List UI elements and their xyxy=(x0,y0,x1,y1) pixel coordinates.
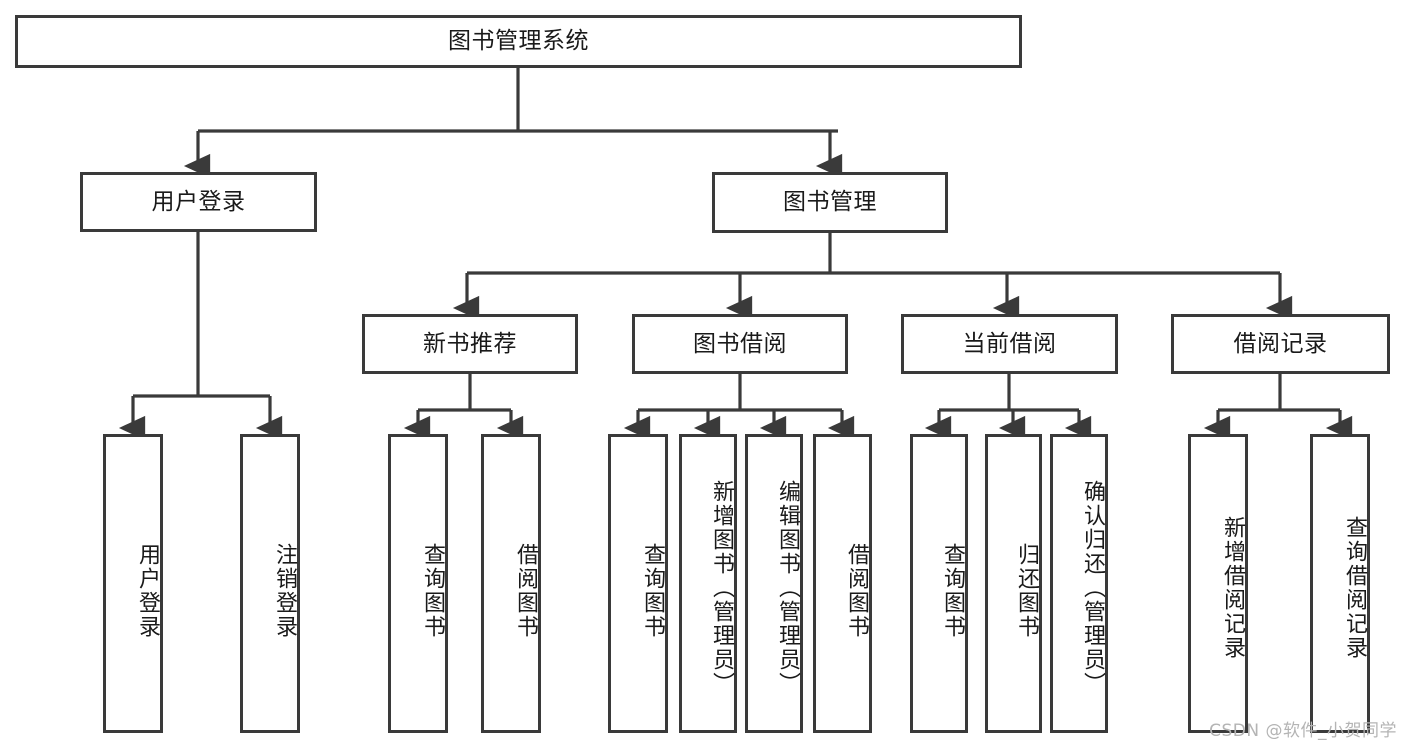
node-leaf-user-login[interactable]: 用户登录 xyxy=(103,434,163,733)
node-leaf-borrow-book-2[interactable]: 借阅图书 xyxy=(813,434,872,733)
node-leaf-query-record-label: 查询借阅记录 xyxy=(1342,515,1367,660)
node-leaf-query-book-3[interactable]: 查询图书 xyxy=(910,434,968,733)
node-leaf-borrow-book-2-label: 借阅图书 xyxy=(844,542,869,639)
node-leaf-query-record[interactable]: 查询借阅记录 xyxy=(1310,434,1370,733)
node-leaf-add-record-label: 新增借阅记录 xyxy=(1220,515,1245,660)
node-user-login-label: 用户登录 xyxy=(151,188,246,215)
node-book-manage-label: 图书管理 xyxy=(783,189,877,216)
node-new-book-rec-label: 新书推荐 xyxy=(423,330,517,357)
node-leaf-confirm-return[interactable]: 确认归还（管理员） xyxy=(1050,434,1108,733)
node-borrow-record[interactable]: 借阅记录 xyxy=(1171,314,1390,374)
node-leaf-query-book-2[interactable]: 查询图书 xyxy=(608,434,668,733)
node-leaf-add-book[interactable]: 新增图书（管理员） xyxy=(679,434,737,733)
node-root[interactable]: 图书管理系统 xyxy=(15,15,1022,68)
node-leaf-borrow-book-1[interactable]: 借阅图书 xyxy=(481,434,541,733)
node-leaf-query-book-2-label: 查询图书 xyxy=(640,542,665,639)
node-leaf-user-logout[interactable]: 注销登录 xyxy=(240,434,300,733)
node-borrow-record-label: 借阅记录 xyxy=(1233,330,1328,357)
node-current-borrow-label: 当前借阅 xyxy=(962,330,1057,357)
node-leaf-user-logout-label: 注销登录 xyxy=(272,542,297,639)
node-leaf-confirm-return-label: 确认归还（管理员） xyxy=(1080,479,1105,696)
node-book-manage[interactable]: 图书管理 xyxy=(712,172,948,233)
node-current-borrow[interactable]: 当前借阅 xyxy=(901,314,1118,374)
node-root-label: 图书管理系统 xyxy=(448,28,589,55)
node-book-borrow-label: 图书借阅 xyxy=(693,330,787,357)
node-leaf-query-book-1-label: 查询图书 xyxy=(420,542,445,639)
node-leaf-add-book-label: 新增图书（管理员） xyxy=(709,479,734,696)
node-leaf-edit-book[interactable]: 编辑图书（管理员） xyxy=(745,434,803,733)
node-leaf-query-book-1[interactable]: 查询图书 xyxy=(388,434,448,733)
node-leaf-edit-book-label: 编辑图书（管理员） xyxy=(775,479,800,696)
node-leaf-query-book-3-label: 查询图书 xyxy=(940,542,965,639)
node-book-borrow[interactable]: 图书借阅 xyxy=(632,314,848,374)
node-leaf-return-book-label: 归还图书 xyxy=(1014,542,1039,639)
node-leaf-user-login-label: 用户登录 xyxy=(135,542,160,639)
node-new-book-rec[interactable]: 新书推荐 xyxy=(362,314,578,374)
node-user-login[interactable]: 用户登录 xyxy=(80,172,317,232)
node-leaf-return-book[interactable]: 归还图书 xyxy=(985,434,1042,733)
node-leaf-add-record[interactable]: 新增借阅记录 xyxy=(1188,434,1248,733)
node-leaf-borrow-book-1-label: 借阅图书 xyxy=(513,542,538,639)
